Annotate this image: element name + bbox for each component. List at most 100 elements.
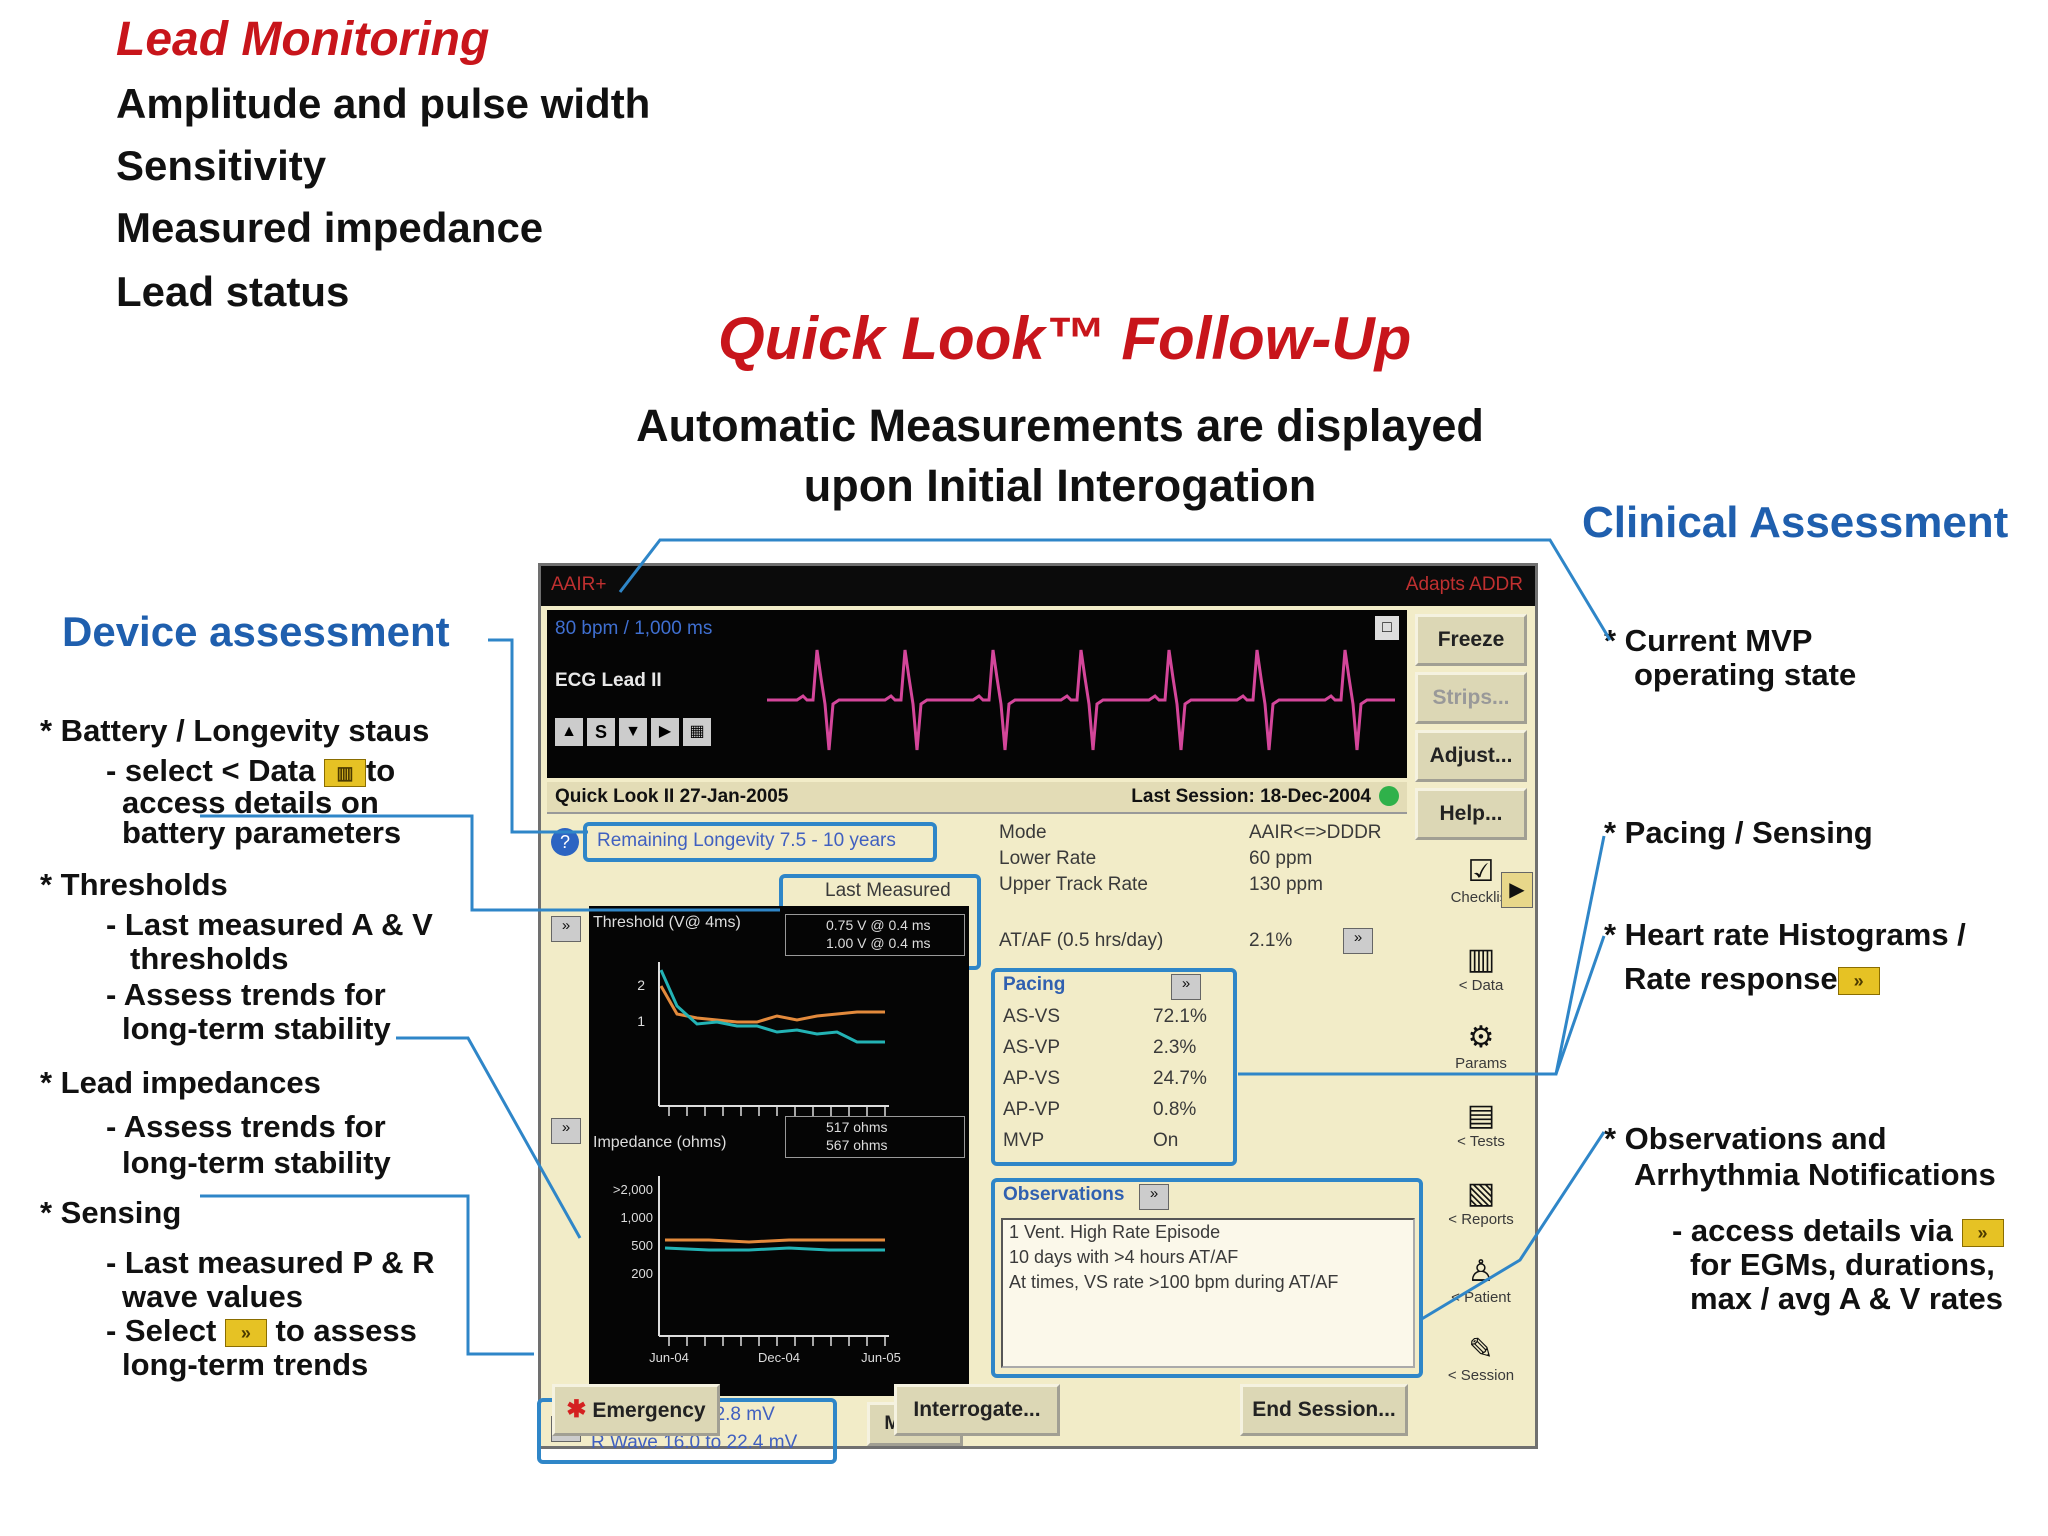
battery-info-icon[interactable]: ? (551, 828, 579, 856)
thresholds-note-2: thresholds (130, 941, 289, 976)
pacing-name: MVP (1003, 1130, 1045, 1151)
atrial-threshold-trend (659, 985, 885, 1024)
battery-note-3: battery parameters (122, 815, 402, 850)
gain-down-icon[interactable]: ▼ (619, 718, 647, 746)
gain-up-icon[interactable]: ▲ (555, 718, 583, 746)
params-nav[interactable]: ⚙Params (1431, 1020, 1531, 1098)
impedance-details-icon[interactable]: » (551, 1118, 581, 1144)
data-icon: ▥ (1466, 943, 1496, 976)
quicklook-subtitle-2: upon Initial Interogation (803, 460, 1317, 511)
histogram-note-1: * Heart rate Histograms / (1604, 917, 1966, 952)
quicklook-subtitle-1: Automatic Measurements are displayed (636, 400, 1484, 451)
list-item: 1 Vent. High Rate Episode (1009, 1222, 1221, 1242)
observations-title: Observations (1003, 1184, 1125, 1205)
threshold-values: 0.75 V @ 0.4 ms 1.00 V @ 0.4 ms (785, 914, 965, 956)
session-label: < Session (1447, 1367, 1515, 1384)
pacing-value: 0.8% (1153, 1099, 1197, 1120)
programmer-screen: AAIR+ Adapts ADDR 80 bpm / 1,000 ms ECG … (537, 563, 1538, 1464)
threshold-details-icon[interactable]: » (551, 916, 581, 942)
strips-button[interactable]: Strips... (1415, 672, 1527, 724)
clinical-assessment-title: Clinical Assessment (1582, 498, 2009, 547)
reports-nav[interactable]: ▧< Reports (1431, 1176, 1531, 1254)
interrogate-button[interactable]: Interrogate... (894, 1384, 1060, 1436)
observations-note-2: Arrhythmia Notifications (1634, 1157, 1996, 1192)
last-measured-label: Last Measured (825, 880, 951, 901)
sensing-note-3a: - Select (106, 1313, 217, 1348)
thresholds-note-3: - Assess trends for (106, 977, 386, 1012)
at-af-details-icon[interactable]: » (1343, 928, 1373, 954)
emergency-button[interactable]: ✱ Emergency (552, 1384, 720, 1436)
mode-current: AAIR+ (551, 574, 607, 595)
sensing-note-3b: to assess (275, 1313, 417, 1348)
param-name: Upper Track Rate (999, 874, 1148, 895)
battery-note-1b: to (365, 753, 396, 788)
battery-note-1: - select < Data ▥to (106, 754, 395, 788)
params-table: Mode AAIR<=>DDDR Lower Rate 60 ppm Upper… (999, 822, 1399, 900)
list-item: 10 days with >4 hours AT/AF (1009, 1247, 1239, 1267)
date-tick-dec04: Dec-04 (758, 1350, 800, 1365)
next-icon[interactable]: ▶ (1501, 872, 1533, 908)
ecg-square-icon[interactable]: □ (1375, 616, 1399, 640)
pacing-value: 2.3% (1153, 1037, 1197, 1058)
thresholds-note-1: - Last measured A & V (106, 907, 433, 942)
observations-list[interactable]: 1 Vent. High Rate Episode 10 days with >… (1001, 1218, 1415, 1368)
end-session-button[interactable]: End Session... (1240, 1384, 1408, 1436)
impedances-note-2: long-term stability (122, 1145, 391, 1180)
grid-icon[interactable]: ▦ (683, 718, 711, 746)
impedances-heading: * Lead impedances (40, 1065, 321, 1100)
mvp-note-2: operating state (1634, 657, 1857, 692)
emergency-icon: ✱ (566, 1396, 587, 1423)
session-nav[interactable]: ✎< Session (1431, 1332, 1531, 1410)
session-bar: Quick Look II 27-Jan-2005 Last Session: … (547, 782, 1407, 814)
patient-label: < Patient (1451, 1289, 1511, 1306)
sensing-note-2: wave values (122, 1279, 303, 1314)
trend-panel: Threshold (V@ 4ms) 0.75 V @ 0.4 ms 1.00 … (589, 906, 969, 1396)
atrial-impedance-trend (665, 1238, 885, 1244)
side-icon-column: ☑Checklist ▥< Data ⚙Params ▤< Tests ▧< R… (1431, 854, 1531, 1410)
speed-icon[interactable]: S (587, 718, 615, 746)
mvp-note-1: * Current MVP (1604, 623, 1813, 658)
ecg-waveform (767, 649, 1395, 751)
observations-note-5: max / avg A & V rates (1690, 1281, 2004, 1316)
impedance-tick-200: 200 (631, 1266, 653, 1281)
impedance-tick-500: 500 (631, 1238, 653, 1253)
threshold-tick-2: 2 (637, 977, 645, 993)
freeze-button[interactable]: Freeze (1415, 614, 1527, 666)
thresholds-heading: * Thresholds (40, 867, 228, 902)
histogram-note-2: Rate response» (1624, 962, 1880, 996)
param-name: Lower Rate (999, 848, 1097, 869)
play-icon[interactable]: ▶ (651, 718, 679, 746)
battery-note-1a: - select < Data (106, 753, 316, 788)
details-arrow-icon: » (1961, 1218, 2004, 1247)
param-value: 60 ppm (1249, 848, 1313, 869)
param-row: Lower Rate 60 ppm (999, 848, 1399, 874)
lead-item-amplitude: Amplitude and pulse width (116, 80, 651, 127)
details-arrow-icon: » (224, 1318, 267, 1347)
emergency-label: Emergency (592, 1399, 706, 1422)
pacing-note: * Pacing / Sensing (1604, 815, 1873, 850)
thresholds-note-4: long-term stability (122, 1011, 391, 1046)
data-nav[interactable]: ▥< Data (1431, 942, 1531, 1020)
observations-details-icon[interactable]: » (1139, 1184, 1169, 1210)
impedance-value-atrial: 517 ohms (826, 1119, 888, 1135)
details-arrow-icon: » (1837, 966, 1880, 995)
param-name: Mode (999, 822, 1047, 843)
pacing-details-icon[interactable]: » (1171, 974, 1201, 1000)
status-icon (1379, 786, 1399, 806)
threshold-label: Threshold (V@ 4ms) (593, 914, 741, 931)
tests-nav[interactable]: ▤< Tests (1431, 1098, 1531, 1176)
patient-nav[interactable]: ♙< Patient (1431, 1254, 1531, 1332)
observations-note-3: - access details via » (1672, 1214, 2004, 1248)
quick-look-date: Quick Look II 27-Jan-2005 (555, 786, 789, 807)
adjust-button[interactable]: Adjust... (1415, 730, 1527, 782)
battery-heading: * Battery / Longevity staus (40, 713, 430, 748)
impedance-value-ventricular: 567 ohms (826, 1137, 888, 1153)
data-icon: ▥ (323, 758, 366, 787)
params-label: Params (1455, 1055, 1507, 1072)
date-tick-jun05: Jun-05 (861, 1350, 901, 1365)
help-button[interactable]: Help... (1415, 788, 1527, 840)
observations-note-1: * Observations and (1604, 1121, 1887, 1156)
